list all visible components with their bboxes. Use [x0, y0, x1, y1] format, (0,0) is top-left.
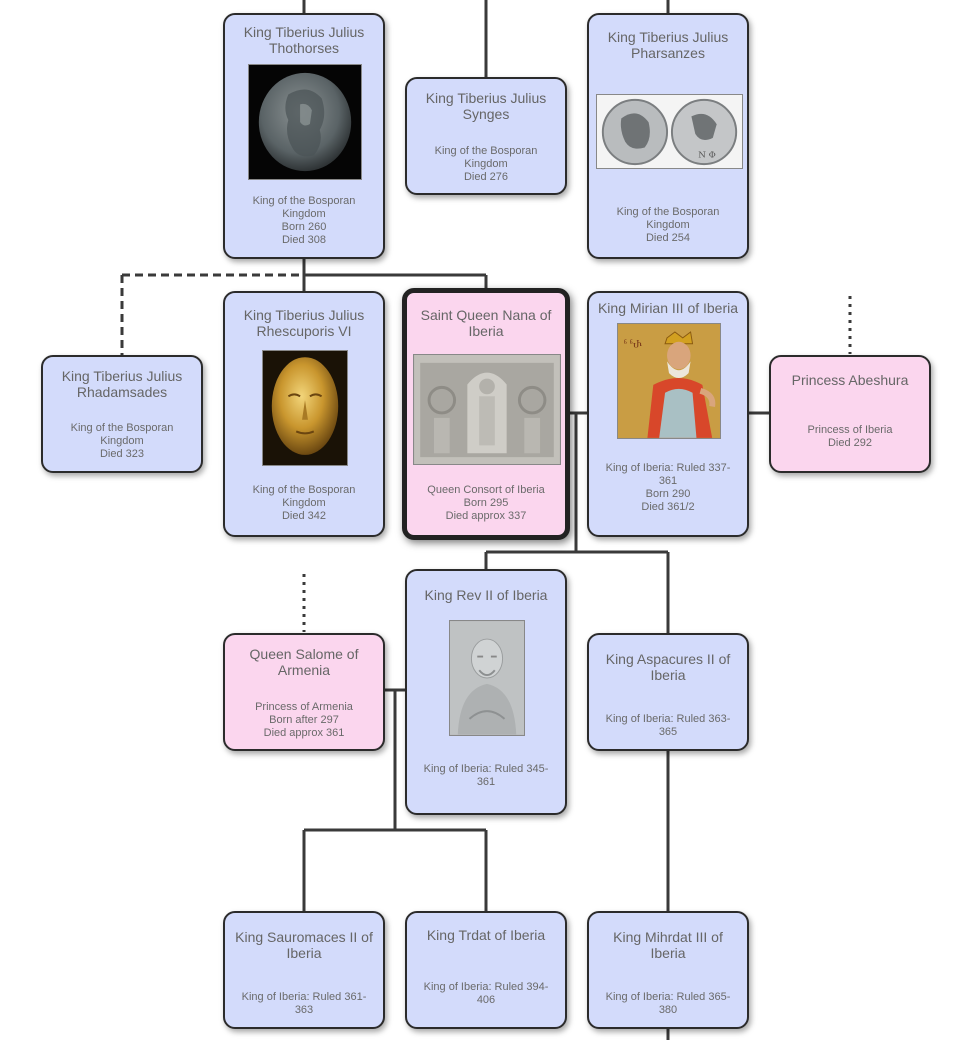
person-card-rhescuporis[interactable]: King Tiberius Julius Rhescuporis VI King… — [223, 291, 385, 537]
person-card-mirian[interactable]: King Mirian III of Iberia ჼ ჼႰ King of I… — [587, 291, 749, 537]
person-info: Princess of Iberia Died 292 — [807, 424, 893, 449]
person-info: King of Iberia: Ruled 345- 361 — [423, 763, 549, 788]
person-info: King of Iberia: Ruled 361- 363 — [241, 991, 367, 1016]
person-card-salome[interactable]: Queen Salome of Armenia Princess of Arme… — [223, 633, 385, 751]
fresco-king-icon: ჼ ჼႰ — [617, 323, 721, 439]
person-info: King of the Bosporan Kingdom Died 342 — [252, 484, 356, 522]
person-info: King of the Bosporan Kingdom Died 276 — [434, 145, 538, 183]
person-name: Saint Queen Nana of Iberia — [420, 307, 552, 339]
person-info: King of Iberia: Ruled 337- 361 Born 290 … — [605, 462, 731, 513]
person-name: King Aspacures II of Iberia — [605, 651, 731, 683]
person-name: King Rev II of Iberia — [424, 587, 548, 603]
person-card-aspacures[interactable]: King Aspacures II of Iberia King of Iber… — [587, 633, 749, 751]
person-card-pharsanzes[interactable]: King Tiberius Julius Pharsanzes N Φ King… — [587, 13, 749, 259]
person-card-rhadamsades[interactable]: King Tiberius Julius Rhadamsades King of… — [41, 355, 203, 473]
person-name: King Trdat of Iberia — [426, 927, 546, 943]
svg-text:N Φ: N Φ — [698, 150, 716, 160]
person-name: King Tiberius Julius Thothorses — [243, 24, 365, 56]
person-name: King Tiberius Julius Rhescuporis VI — [243, 307, 365, 339]
person-card-abeshura[interactable]: Princess Abeshura Princess of Iberia Die… — [769, 355, 931, 473]
person-info: Princess of Armenia Born after 297 Died … — [255, 701, 353, 739]
stone-relief-icon — [413, 354, 561, 465]
person-info: King of Iberia: Ruled 363- 365 — [605, 713, 731, 738]
person-name: King Sauromaces II of Iberia — [235, 929, 373, 961]
person-info: King of the Bosporan Kingdom Died 323 — [70, 422, 174, 460]
person-name: King Tiberius Julius Rhadamsades — [61, 368, 183, 400]
person-card-nana-focus[interactable]: Saint Queen Nana of Iberia Queen Consort… — [402, 288, 570, 540]
person-card-sauromaces[interactable]: King Sauromaces II of Iberia King of Ibe… — [223, 911, 385, 1029]
person-name: King Mirian III of Iberia — [597, 300, 739, 316]
person-card-thothorses[interactable]: King Tiberius Julius Thothorses King of … — [223, 13, 385, 259]
person-info: Queen Consort of Iberia Born 295 Died ap… — [427, 484, 545, 522]
person-card-trdat[interactable]: King Trdat of Iberia King of Iberia: Rul… — [405, 911, 567, 1029]
person-name: Princess Abeshura — [791, 372, 909, 388]
person-info: King of the Bosporan Kingdom Born 260 Di… — [252, 195, 356, 246]
person-info: King of Iberia: Ruled 365- 380 — [605, 991, 731, 1016]
person-name: King Tiberius Julius Synges — [425, 90, 547, 122]
person-name: King Tiberius Julius Pharsanzes — [607, 29, 729, 61]
person-info: King of the Bosporan Kingdom Died 254 — [616, 206, 720, 244]
person-name: Queen Salome of Armenia — [249, 646, 359, 678]
svg-text:ჼ ჼႰ: ჼ ჼႰ — [624, 339, 642, 351]
golden-mask-icon — [262, 350, 348, 466]
twin-coin-icon: N Φ — [596, 94, 743, 169]
person-card-mihrdat[interactable]: King Mihrdat III of Iberia King of Iberi… — [587, 911, 749, 1029]
person-card-rev[interactable]: King Rev II of Iberia King of Iberia: Ru… — [405, 569, 567, 815]
person-info: King of Iberia: Ruled 394- 406 — [423, 981, 549, 1006]
coin-portrait-icon — [248, 64, 362, 180]
stone-bust-icon — [449, 620, 525, 736]
person-name: King Mihrdat III of Iberia — [613, 929, 723, 961]
person-card-synges[interactable]: King Tiberius Julius Synges King of the … — [405, 77, 567, 195]
